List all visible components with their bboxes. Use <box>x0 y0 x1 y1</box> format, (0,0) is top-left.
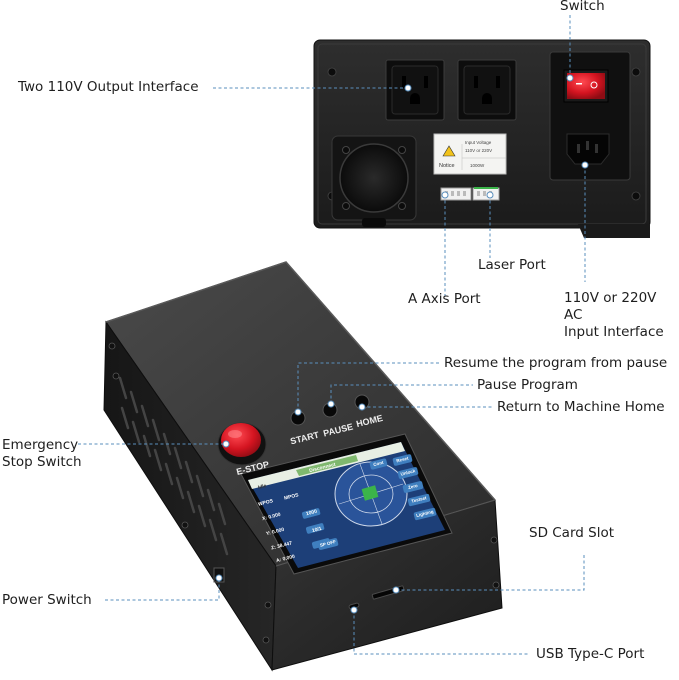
leader-dots <box>215 74 589 614</box>
notice-title: Notice <box>439 163 455 169</box>
label-laser-port: Laser Port <box>478 257 546 273</box>
label-ac-input: 110V or 220V AC Input Interface <box>564 290 664 340</box>
leader-lines <box>78 15 586 655</box>
label-a-axis-port: A Axis Port <box>408 291 481 307</box>
leader-resume <box>297 362 440 412</box>
notice-line1: Input Voltage <box>465 140 492 145</box>
controller-box <box>103 261 503 672</box>
notice-label: Notice Input Voltage 110V or 220V 1000W <box>433 133 507 175</box>
label-power-switch: Power Switch <box>2 592 92 608</box>
label-sd-card-slot: SD Card Slot <box>529 525 615 541</box>
leader-usb <box>353 610 530 655</box>
label-two-110v-output: Two 110V Output Interface <box>18 79 199 95</box>
notice-line2: 110V or 220V <box>465 148 492 153</box>
rear-panel: Notice Input Voltage 110V or 220V 1000W <box>313 39 651 238</box>
leader-power <box>105 578 220 601</box>
mounting-foot <box>578 224 650 238</box>
estop-button[interactable] <box>217 422 267 466</box>
ac-inlet-socket <box>566 133 610 165</box>
notice-line3: 1000W <box>470 163 485 168</box>
label-return-home: Return to Machine Home <box>497 399 665 415</box>
label-resume: Resume the program from pause <box>444 355 668 371</box>
label-emergency-stop: Emergency Stop Switch <box>2 437 82 470</box>
label-usb-type-c: USB Type-C Port <box>536 646 645 662</box>
label-switch: Switch <box>560 0 605 14</box>
leader-pause <box>330 384 473 404</box>
laser-port-connector <box>472 187 500 201</box>
outlet-right <box>457 59 517 121</box>
vent-slots <box>118 376 229 556</box>
label-pause-program: Pause Program <box>477 377 578 393</box>
round-connector <box>331 135 417 227</box>
leader-sd <box>396 554 585 591</box>
side-screws <box>108 342 500 644</box>
outlet-left <box>385 59 445 121</box>
